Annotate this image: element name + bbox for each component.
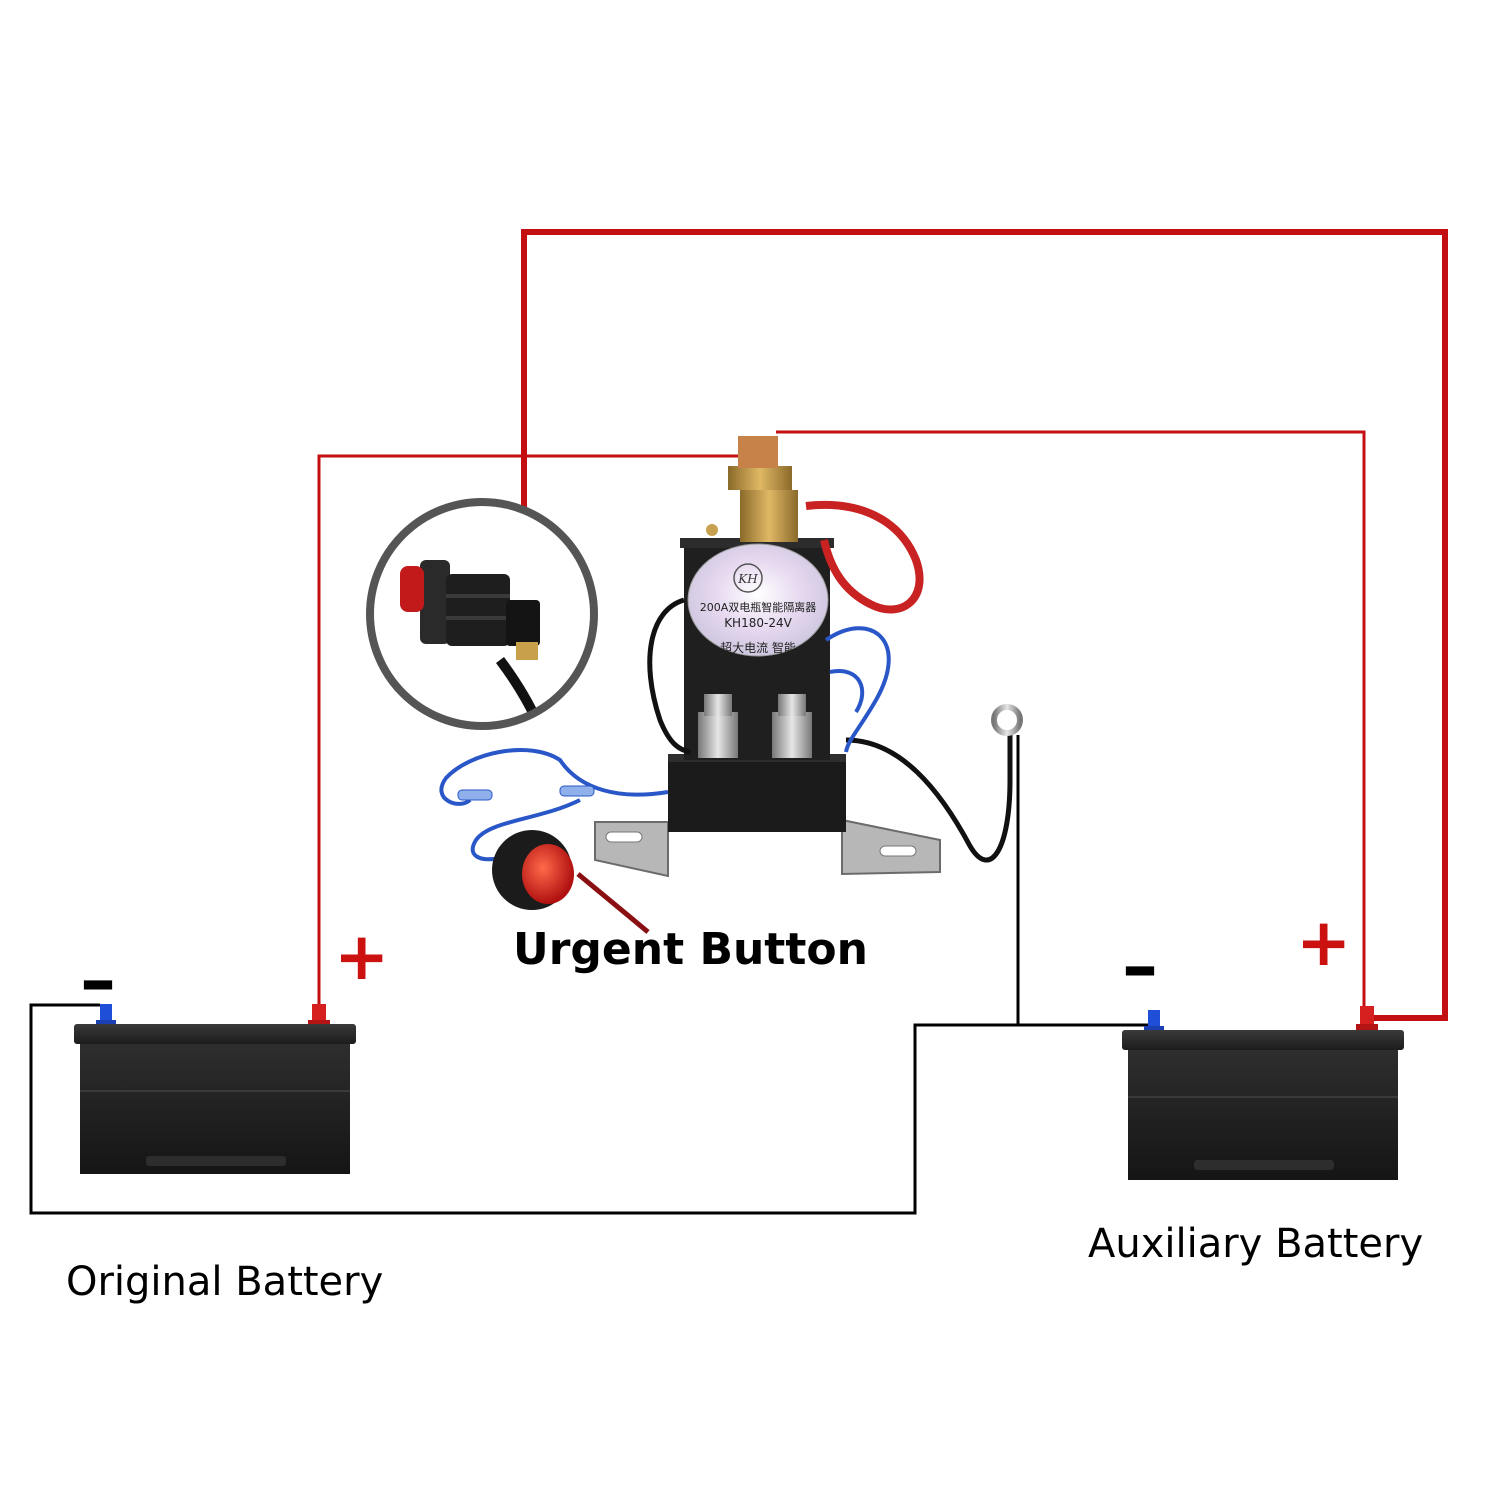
auxiliary-battery (1122, 1006, 1404, 1180)
stud-left (698, 694, 738, 758)
positive-wire-auxiliary (776, 430, 1366, 1006)
original-negative-sign: – (80, 938, 116, 1022)
button-detail-inset (366, 498, 598, 730)
auxiliary-battery-label: Auxiliary Battery (1088, 1221, 1424, 1267)
auxiliary-negative-sign: – (1122, 924, 1158, 1008)
isolator-logo: KH (737, 572, 758, 586)
ground-wire (29, 735, 1148, 1215)
positive-wire-original (317, 454, 740, 1004)
urgent-button-photo (492, 830, 574, 910)
original-positive-sign: + (334, 918, 390, 995)
isolator-label-line1: 200A双电瓶智能隔离器 (700, 600, 817, 614)
positive-wire-thick (521, 229, 1448, 1021)
urgent-button-pointer (576, 872, 650, 934)
original-battery-label: Original Battery (66, 1259, 384, 1305)
auxiliary-positive-sign: + (1296, 904, 1352, 981)
original-battery (74, 1004, 356, 1174)
stud-right (772, 694, 812, 758)
isolator-label-line2: KH180-24V (724, 616, 792, 630)
battery-isolator: KH 200A双电瓶智能隔离器 KH180-24V 超大电流 智能 (439, 436, 1023, 878)
isolator-label-line3: 超大电流 智能 (720, 640, 796, 655)
urgent-button-label: Urgent Button (513, 924, 868, 975)
